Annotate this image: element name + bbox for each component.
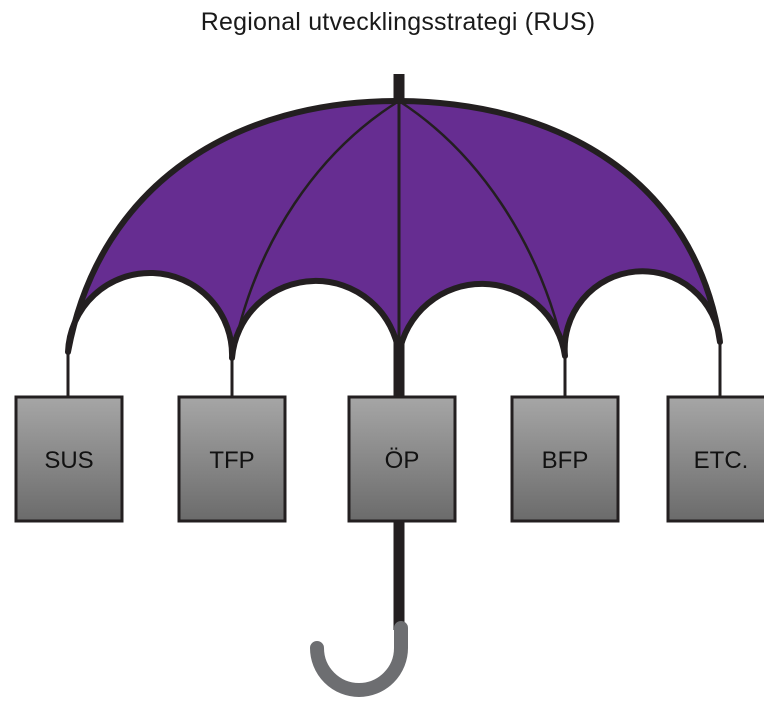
umbrella-rib-left-outer	[230, 99, 400, 359]
umbrella-canopy	[65, 97, 723, 361]
box-label-tfp: TFP	[209, 447, 254, 474]
box-tfp: TFP	[177, 395, 287, 523]
umbrella-tip	[394, 74, 404, 104]
box-label-sus: SUS	[44, 447, 93, 474]
box-label-op: ÖP	[385, 447, 420, 474]
box-sus: SUS	[14, 395, 124, 523]
umbrella-handle	[310, 621, 408, 697]
box-label-etc: ETC.	[694, 447, 749, 474]
box-op: ÖP	[347, 395, 457, 523]
diagram-title: Regional utvecklingsstrategi (RUS)	[200, 8, 596, 36]
umbrella-rib-right-outer	[398, 99, 567, 357]
box-label-bfp: BFP	[542, 447, 589, 474]
box-bfp: BFP	[510, 395, 620, 523]
box-etc: ETC.	[666, 395, 764, 523]
